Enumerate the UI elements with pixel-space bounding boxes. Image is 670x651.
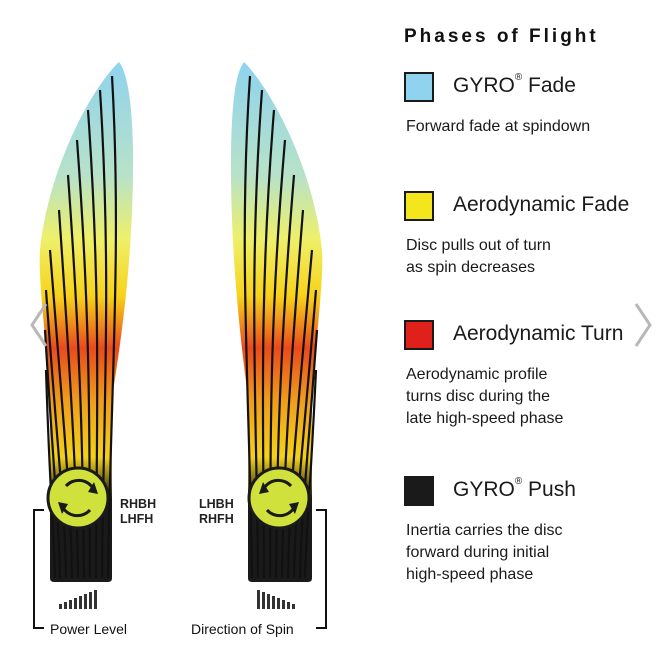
left-power-bars <box>59 590 97 609</box>
right-path-shape <box>230 62 323 582</box>
legend-swatch <box>404 72 434 102</box>
legend-label: Aerodynamic Turn <box>453 322 624 345</box>
direction-spin-bracket <box>316 509 327 629</box>
right-spin-label-1: LHBH <box>199 497 234 511</box>
left-spin-labels: RHBH LHFH <box>120 497 156 527</box>
power-level-bracket <box>33 509 44 629</box>
legend-label: Aerodynamic Fade <box>453 193 630 216</box>
power-level-label: Power Level <box>50 621 128 637</box>
legend-swatch <box>404 476 434 506</box>
legend-swatch <box>404 191 434 221</box>
right-spin-badge <box>247 466 311 530</box>
right-direction-bars <box>257 590 295 609</box>
legend-description: Disc pulls out of turn as spin decreases <box>406 237 551 276</box>
legend-description: Aerodynamic profile turns disc during th… <box>406 366 564 427</box>
legend-title: Phases of Flight <box>404 26 599 47</box>
left-spin-label-1: RHBH <box>120 497 157 511</box>
left-flight-path <box>33 62 134 629</box>
right-spin-labels: LHBH RHFH <box>199 497 234 527</box>
right-spin-label-2: RHFH <box>199 512 234 526</box>
left-spin-badge <box>46 466 110 530</box>
left-spin-label-2: LHFH <box>120 512 154 526</box>
legend-description: Inertia carries the disc forward during … <box>406 522 563 583</box>
right-flight-path <box>230 62 327 629</box>
legend-label: GYRO® Push <box>453 476 576 501</box>
legend-label: GYRO® Fade <box>453 72 576 97</box>
legend-description: Forward fade at spindown <box>406 118 591 135</box>
chevron-right-icon[interactable] <box>632 300 654 350</box>
chevron-left-icon[interactable] <box>28 300 50 350</box>
legend-swatch <box>404 320 434 350</box>
direction-of-spin-label: Direction of Spin <box>191 621 294 637</box>
